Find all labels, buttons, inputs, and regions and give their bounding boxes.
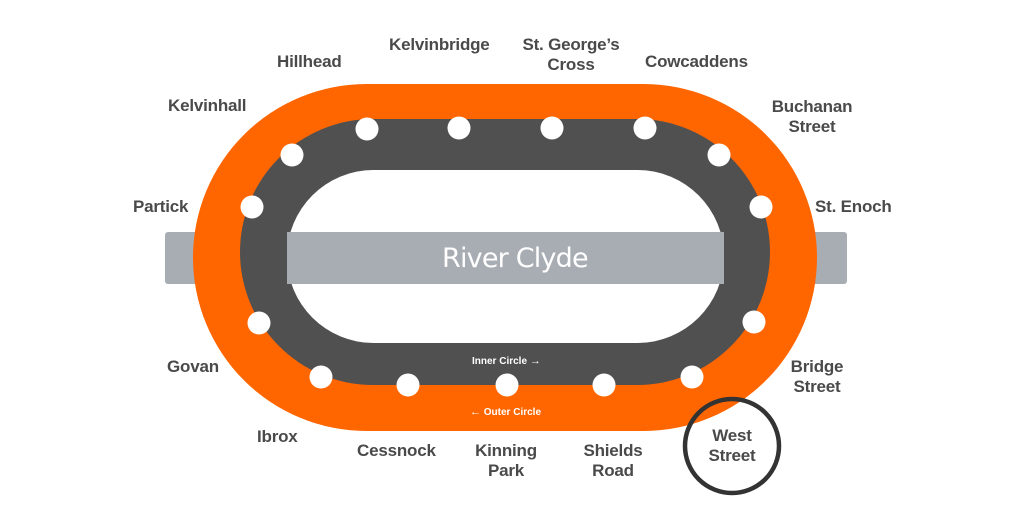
outer-circle-label: Outer Circle — [483, 407, 542, 418]
station-name-line1: Buchanan — [771, 97, 853, 116]
station-name-line1: Cessnock — [357, 441, 436, 460]
station-dot-shields-road[interactable] — [592, 373, 616, 397]
station-dot-cowcaddens[interactable] — [633, 116, 657, 140]
station-label-st-enoch[interactable]: St. Enoch — [815, 197, 892, 217]
station-name-line2: Park — [487, 461, 525, 480]
station-name-line1: Kelvinbridge — [389, 35, 490, 54]
station-label-kelvinhall[interactable]: Kelvinhall — [168, 96, 247, 116]
river-label: River Clyde — [442, 243, 589, 274]
river-center — [287, 232, 724, 284]
station-dot-st-georges-cross[interactable] — [540, 116, 564, 140]
station-name-line1: Cowcaddens — [645, 52, 748, 71]
station-label-st-georges-cross[interactable]: St. George’s Cross — [518, 35, 624, 75]
west-street-highlight-ring — [682, 396, 782, 496]
station-label-cowcaddens[interactable]: Cowcaddens — [645, 52, 748, 72]
station-name-line2: Road — [592, 461, 634, 480]
station-dot-buchanan-street[interactable] — [707, 143, 731, 167]
station-name-line2: Street — [793, 377, 841, 396]
station-name-line1: Kinning — [475, 441, 537, 460]
inner-circle-direction: Inner Circle → — [472, 355, 541, 368]
outer-circle-direction: ← Outer Circle — [470, 406, 541, 419]
station-dot-kelvinhall[interactable] — [280, 143, 304, 167]
station-label-govan[interactable]: Govan — [167, 357, 219, 377]
station-name-line1: Hillhead — [277, 52, 342, 71]
arrow-right-icon: → — [529, 355, 541, 367]
station-name-line1: Bridge — [790, 357, 844, 376]
station-label-cessnock[interactable]: Cessnock — [357, 441, 436, 461]
station-name-line1: Kelvinhall — [168, 96, 247, 115]
station-name-line1: Ibrox — [257, 427, 298, 446]
arrow-left-icon: ← — [470, 406, 481, 418]
station-dot-hillhead[interactable] — [355, 117, 379, 141]
station-name-line1: Shields — [583, 441, 643, 460]
station-label-partick[interactable]: Partick — [133, 197, 189, 217]
station-name-line1: St. George’s — [522, 35, 620, 54]
inner-circle-label: Inner Circle — [472, 356, 528, 367]
station-name-line1: St. Enoch — [815, 197, 892, 216]
station-dot-west-street[interactable] — [680, 365, 704, 389]
station-name-line2: Street — [708, 446, 756, 465]
station-name-line1: Partick — [133, 197, 189, 216]
station-label-bridge-street[interactable]: Bridge Street — [787, 357, 847, 397]
station-name-line1: West — [712, 426, 752, 445]
station-dots — [240, 116, 773, 397]
station-label-hillhead[interactable]: Hillhead — [277, 52, 342, 72]
station-label-west-street[interactable]: West Street — [700, 426, 764, 466]
station-name-line1: Govan — [167, 357, 219, 376]
station-name-line2: Street — [788, 117, 836, 136]
station-label-buchanan-street[interactable]: Buchanan Street — [768, 97, 856, 137]
station-label-ibrox[interactable]: Ibrox — [257, 427, 298, 447]
station-dot-bridge-street[interactable] — [742, 310, 766, 334]
station-label-shields-road[interactable]: Shields Road — [578, 441, 648, 481]
station-dot-partick[interactable] — [240, 195, 264, 219]
station-dot-govan[interactable] — [247, 311, 271, 335]
station-name-line2: Cross — [547, 55, 595, 74]
station-dot-ibrox[interactable] — [309, 365, 333, 389]
station-label-kinning-park[interactable]: Kinning Park — [470, 441, 542, 481]
station-label-kelvinbridge[interactable]: Kelvinbridge — [389, 35, 490, 55]
station-dot-st-enoch[interactable] — [749, 195, 773, 219]
station-dot-kelvinbridge[interactable] — [447, 116, 471, 140]
station-dot-kinning-park[interactable] — [495, 373, 519, 397]
station-dot-cessnock[interactable] — [396, 373, 420, 397]
